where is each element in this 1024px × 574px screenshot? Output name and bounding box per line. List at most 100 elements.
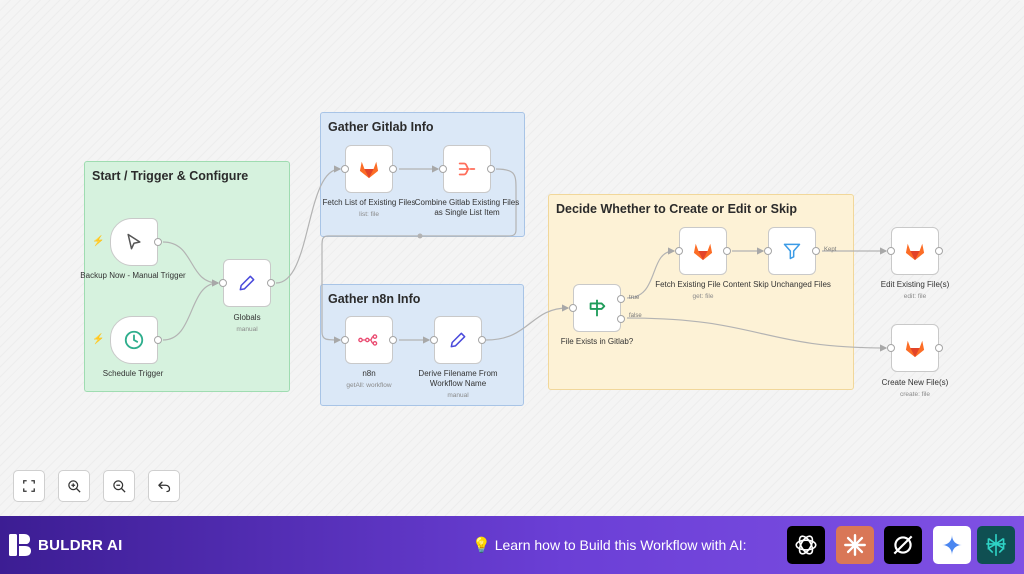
edge-backup-globals [162,241,220,287]
gitlab-icon [359,161,379,179]
n8n-icon [358,334,378,346]
node-subtitle: getAll: workflow [346,382,392,389]
node-fetch-list[interactable] [341,145,397,193]
node-fetch-file-content[interactable] [675,227,731,275]
output-port[interactable] [487,165,495,173]
gitlab-icon [693,243,713,261]
node-label: Globals manual [192,313,302,335]
input-port[interactable] [439,165,447,173]
zoom-out-icon [112,479,126,493]
branch-label-kept: Kept [824,247,837,253]
zoom-out-button[interactable] [103,470,135,502]
edge-derive-exists [485,304,570,341]
chatgpt-icon [795,535,817,555]
edge-exists-create [626,317,888,352]
cta: 💡 Learn how to Build this Workflow with … [472,536,747,554]
node-subtitle: manual [236,326,258,333]
output-port[interactable] [478,336,486,344]
cta-text: Learn how to Build this Workflow with AI… [494,537,747,553]
input-port[interactable] [887,247,895,255]
edge-globals-fetchlist [275,165,342,284]
node-file-exists[interactable] [569,284,625,332]
output-port[interactable] [154,336,162,344]
perplexity-button[interactable] [884,526,922,564]
group-decide[interactable]: Decide Whether to Create or Edit or Skip [548,194,854,390]
node-combine-gitlab[interactable] [439,145,495,193]
chatgpt-button[interactable] [787,526,825,564]
group-title: Start / Trigger & Configure [92,169,249,183]
node-label: n8n getAll: workflow [314,369,424,391]
output-port[interactable] [723,247,731,255]
node-subtitle: manual [447,392,469,399]
output-port[interactable] [812,247,820,255]
pencil-icon [239,275,255,291]
gemini-button[interactable] [933,526,971,564]
footer-banner: BULDRR AI 💡 Learn how to Build this Work… [0,516,1024,574]
output-port[interactable] [154,238,162,246]
input-port[interactable] [341,336,349,344]
node-label: Edit Existing File(s) edit: file [860,280,970,302]
node-edit-existing[interactable] [887,227,943,275]
node-title: Create New File(s) [881,378,949,387]
edge-exists-fetchcontent [626,247,676,299]
node-create-new[interactable] [887,324,943,372]
perplexity-alt-icon [986,534,1006,556]
output-port[interactable] [389,165,397,173]
brand[interactable]: BULDRR AI [8,533,123,557]
input-port[interactable] [887,344,895,352]
clock-icon [124,330,144,350]
node-globals[interactable] [219,259,275,307]
output-port-false[interactable] [617,315,625,323]
node-backup-now[interactable] [110,218,162,266]
node-title: Derive Filename From Workflow Name [418,369,498,388]
branch-label-true: true [629,295,640,301]
edge-combine-n8n [321,168,517,344]
group-title: Gather Gitlab Info [328,120,434,134]
node-label: Backup Now - Manual Trigger [80,271,186,280]
input-port[interactable] [764,247,772,255]
node-subtitle: create: file [900,391,930,398]
input-port[interactable] [430,336,438,344]
node-label: Skip Unchanged Files [753,280,831,289]
trigger-bolt-icon: ⚡ [92,236,105,247]
node-label: File Exists in Gitlab? [560,337,634,346]
zoom-in-button[interactable] [58,470,90,502]
buldrr-logo-icon [9,534,31,556]
node-label: Derive Filename From Workflow Name manua… [403,369,513,401]
group-title: Gather n8n Info [328,292,421,306]
aggregate-icon [458,162,476,176]
node-schedule-trigger[interactable] [110,316,162,364]
node-n8n[interactable] [341,316,397,364]
signpost-icon [589,299,606,317]
output-port[interactable] [267,279,275,287]
perplexity-icon [893,535,913,555]
output-port-true[interactable] [617,295,625,303]
input-port[interactable] [675,247,683,255]
input-port[interactable] [341,165,349,173]
branch-label-false: false [629,313,642,319]
undo-icon [157,481,170,492]
output-port[interactable] [935,247,943,255]
fit-view-icon [23,480,35,492]
lightbulb-icon: 💡 [472,537,491,554]
node-label: Schedule Trigger [102,369,164,378]
input-port[interactable] [219,279,227,287]
undo-button[interactable] [148,470,180,502]
perplexity-alt-button[interactable] [977,526,1015,564]
node-label: Create New File(s) create: file [860,378,970,400]
node-title: Fetch List of Existing Files [322,198,416,207]
output-port[interactable] [389,336,397,344]
workflow-canvas[interactable]: Start / Trigger & Configure Gather Gitla… [0,0,1024,516]
node-label: Combine Gitlab Existing Files as Single … [414,198,520,217]
zoom-in-icon [67,479,81,493]
output-port[interactable] [935,344,943,352]
node-label: Fetch List of Existing Files list: file [314,198,424,220]
claude-icon [844,534,866,556]
node-skip-unchanged[interactable] [764,227,820,275]
claude-button[interactable] [836,526,874,564]
input-port[interactable] [569,304,577,312]
fit-view-button[interactable] [13,470,45,502]
gitlab-icon [905,243,925,261]
node-subtitle: edit: file [903,293,927,300]
node-derive-filename[interactable] [430,316,486,364]
